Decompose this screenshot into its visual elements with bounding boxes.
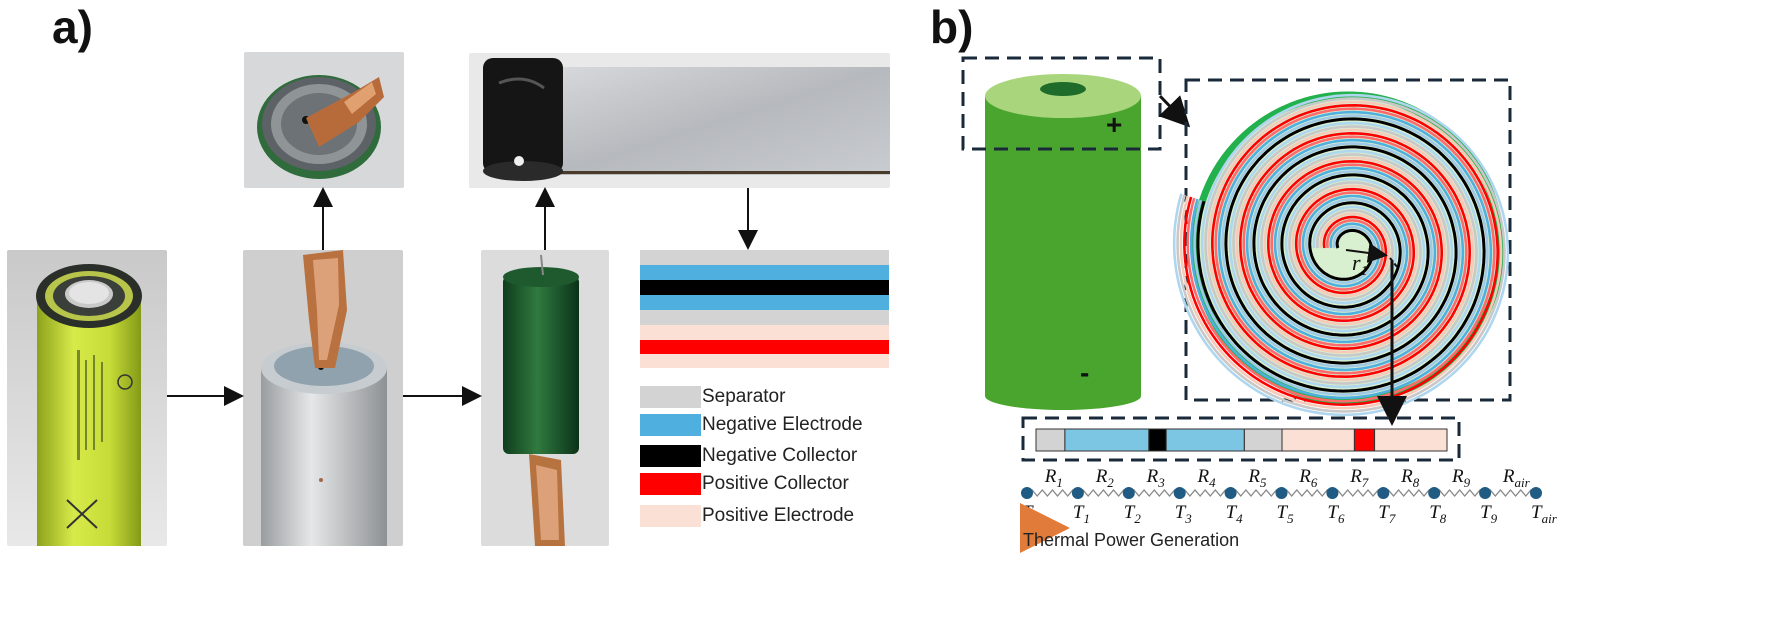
legend-label: Negative Collector [702, 445, 858, 466]
temperature-node [1173, 487, 1186, 499]
strip-segment [1281, 428, 1355, 452]
temperature-node [1021, 487, 1033, 499]
strip-dashed-box [1021, 416, 1461, 462]
photo-unrolled-electrode [469, 53, 890, 188]
temperature-node [1479, 487, 1492, 499]
temperature-node [1224, 487, 1237, 499]
resistor-label: R8 [1400, 466, 1420, 490]
temperature-label: T8 [1429, 502, 1447, 526]
resistor-label: R3 [1146, 466, 1166, 490]
layer-stack [640, 250, 889, 368]
temperature-label: Tair [1531, 502, 1558, 526]
strip-segment [1148, 428, 1167, 452]
resistor-line [1433, 488, 1486, 498]
temperature-node [1071, 487, 1084, 499]
resistor-line [1026, 488, 1079, 498]
temperature-label: T4 [1226, 502, 1244, 526]
resistor-line [1128, 488, 1181, 498]
resistor-label: R7 [1349, 466, 1369, 490]
panel-label-a: a) [52, 1, 93, 53]
legend-label: Positive Electrode [702, 505, 855, 526]
spiral-layer-line [1183, 103, 1500, 407]
panel-label-b: b) [930, 1, 974, 53]
resistor-line [1230, 488, 1282, 498]
spiral-jelly-roll [1172, 93, 1510, 417]
cylinder-cell [985, 74, 1141, 410]
legend-swatch [640, 386, 701, 408]
zoom-arrow [1158, 94, 1191, 128]
temperature-node [1275, 487, 1288, 499]
resistor-line [1484, 488, 1537, 498]
photo-green-wrapped-roll [481, 250, 609, 546]
legend-label: Negative Electrode [702, 414, 863, 435]
resistor-label: R2 [1095, 466, 1115, 490]
strip-segment [1353, 428, 1376, 452]
resistor-line [1281, 488, 1333, 498]
spiral-layer-line [1176, 97, 1506, 413]
resistor-label: R4 [1197, 466, 1217, 490]
temperature-node [1530, 487, 1542, 499]
strip-segment [1035, 428, 1066, 452]
layer-strip [1035, 428, 1448, 452]
legend-swatch [640, 505, 701, 527]
spiral-layer-line [1179, 100, 1503, 410]
thermal-generation-label: Thermal Power Generation [1023, 530, 1239, 550]
spiral-layer-line [1196, 117, 1486, 393]
strip-segment [1064, 428, 1150, 452]
spiral-layer-line [1189, 110, 1493, 400]
temperature-label: T2 [1124, 502, 1142, 526]
plus-sign: + [1106, 109, 1122, 140]
resistor-label: Rair [1502, 466, 1531, 490]
temperature-label: T0 [1022, 502, 1040, 526]
temperature-node [1326, 487, 1339, 499]
temperature-label: T7 [1378, 502, 1396, 526]
temperature-label: T9 [1480, 502, 1498, 526]
photo-opened-top [244, 52, 404, 188]
temperature-node [1122, 487, 1135, 499]
strip-segment [1374, 428, 1448, 452]
strip-segment [1165, 428, 1245, 452]
legend-label: Positive Collector [702, 473, 849, 494]
radius-dash-line [1389, 257, 1399, 269]
temperature-node [1428, 487, 1441, 499]
resistor-line [1077, 488, 1130, 498]
photo-jelly-roll-exposed [243, 250, 403, 546]
radius-label: r1 [1352, 250, 1368, 279]
strip-segment [1243, 428, 1283, 452]
resistor-line [1332, 488, 1384, 498]
legend-swatch [640, 414, 701, 436]
temperature-label: T3 [1175, 502, 1193, 526]
temperature-label: T1 [1073, 502, 1090, 526]
temperature-node [1377, 487, 1390, 499]
legend-swatch [640, 445, 701, 467]
legend-swatch [640, 473, 701, 495]
resistor-line [1179, 488, 1231, 498]
resistor-label: R9 [1451, 466, 1471, 490]
resistor-label: R5 [1247, 466, 1267, 490]
photo-intact-cell [7, 250, 167, 546]
legend-label: Separator [702, 386, 786, 407]
radius-arrow [1345, 242, 1388, 263]
spiral-layer-line [1193, 114, 1489, 396]
minus-sign: - [1080, 357, 1089, 388]
spiral-layer-line [1186, 107, 1496, 403]
resistor-label: R1 [1044, 466, 1063, 490]
temperature-label: T5 [1277, 502, 1295, 526]
temperature-label: T6 [1327, 502, 1345, 526]
resistor-line [1382, 488, 1435, 498]
spiral-layer-line [1172, 93, 1510, 417]
resistor-label: R6 [1298, 466, 1318, 490]
